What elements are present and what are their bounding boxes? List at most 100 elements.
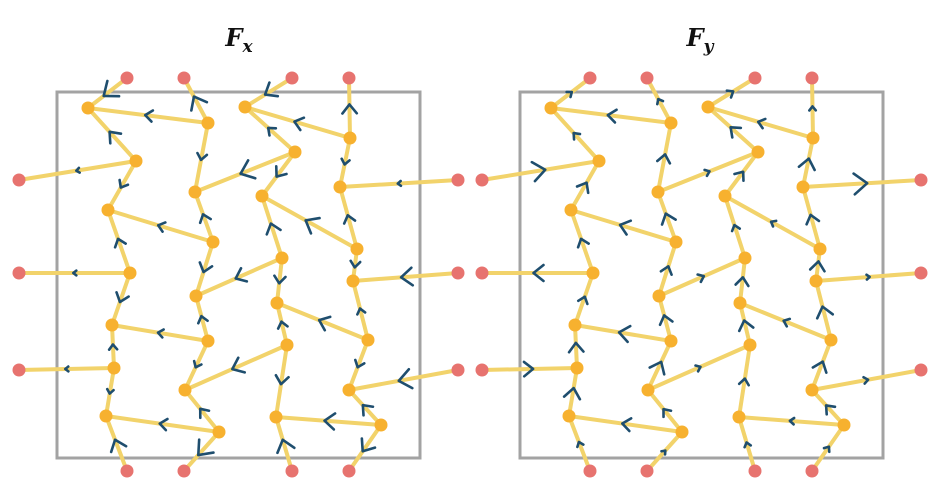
flow-arrow xyxy=(342,214,357,225)
boundary-node xyxy=(583,464,597,478)
interior-node xyxy=(570,361,584,375)
mesh-edge xyxy=(738,256,747,305)
flow-arrow xyxy=(805,213,821,226)
boundary-node xyxy=(451,266,465,280)
interior-node xyxy=(206,235,220,249)
flow-arrow xyxy=(108,130,123,145)
mesh-edge xyxy=(347,388,383,427)
mesh-edge xyxy=(104,414,129,473)
mesh-edge xyxy=(243,105,352,140)
flow-arrow xyxy=(822,445,831,454)
interior-node xyxy=(361,333,375,347)
node-layer xyxy=(475,71,928,478)
flow-arrow xyxy=(118,178,130,189)
flow-arrow xyxy=(341,103,359,115)
interior-node xyxy=(99,409,113,423)
mesh-edge xyxy=(569,159,601,212)
mesh-edge xyxy=(194,256,284,298)
flow-arrow xyxy=(522,360,535,378)
flow-arrow xyxy=(865,273,871,281)
boundary-node xyxy=(475,363,489,377)
interior-node xyxy=(743,338,757,352)
interior-node xyxy=(255,189,269,203)
interior-node xyxy=(652,289,666,303)
interior-node xyxy=(796,180,810,194)
boundary-node xyxy=(342,464,356,478)
flow-arrow xyxy=(192,359,203,369)
mesh-edge xyxy=(193,121,210,194)
interior-node xyxy=(544,101,558,115)
boundary-node xyxy=(342,71,356,85)
mesh-edge xyxy=(274,415,294,473)
interior-node xyxy=(651,185,665,199)
interior-node xyxy=(201,116,215,130)
mesh-edge xyxy=(567,366,579,418)
flow-arrow xyxy=(617,324,632,344)
flow-arrow xyxy=(862,375,870,385)
flow-arrow xyxy=(304,216,321,235)
boundary-node xyxy=(12,363,26,377)
mesh-edge xyxy=(86,76,129,110)
interior-node xyxy=(343,131,357,145)
interior-node xyxy=(238,100,252,114)
mesh-edge xyxy=(347,338,370,392)
boundary-node xyxy=(285,71,299,85)
interior-node xyxy=(675,425,689,439)
flow-arrow xyxy=(618,219,633,236)
mesh-edge xyxy=(183,388,221,434)
flow-arrow xyxy=(265,222,282,236)
flow-arrow xyxy=(234,266,249,283)
boundary-node xyxy=(451,173,465,187)
flow-arrow xyxy=(656,97,665,106)
boundary-node xyxy=(748,464,762,478)
interior-node xyxy=(751,145,765,159)
flow-arrow xyxy=(660,212,677,226)
interior-node xyxy=(837,418,851,432)
node-layer xyxy=(12,71,465,478)
interior-node xyxy=(664,334,678,348)
flow-arrow xyxy=(694,364,702,373)
mesh-edge xyxy=(86,106,138,163)
flow-arrow xyxy=(658,314,674,327)
mesh-edge xyxy=(646,339,673,392)
flow-arrow xyxy=(143,109,155,123)
boundary-node xyxy=(914,173,928,187)
flow-arrow xyxy=(729,126,743,139)
boundary-node xyxy=(120,71,134,85)
flow-arrow xyxy=(276,438,296,455)
interior-node xyxy=(188,185,202,199)
mesh-edge xyxy=(351,271,460,283)
interior-node xyxy=(669,235,683,249)
interior-node xyxy=(718,189,732,203)
flow-arrow xyxy=(115,291,130,304)
mesh-edge xyxy=(810,338,833,392)
mesh-edge xyxy=(480,366,579,372)
interior-node xyxy=(123,266,137,280)
flow-arrow xyxy=(323,412,337,431)
mesh-edge xyxy=(723,150,760,198)
boundary-node xyxy=(475,173,489,187)
flow-arrow xyxy=(396,179,403,188)
flow-arrow xyxy=(565,90,574,99)
mesh-edge xyxy=(656,190,678,244)
flow-arrow xyxy=(239,159,257,180)
boundary-node xyxy=(640,464,654,478)
boundary-node xyxy=(914,266,928,280)
mesh-edge xyxy=(347,76,352,140)
flow-arrow xyxy=(190,95,209,112)
panel-title-fx: Fx xyxy=(224,23,253,57)
interior-node xyxy=(824,333,838,347)
mesh-edge xyxy=(260,194,284,260)
boundary-node xyxy=(12,266,26,280)
flow-arrow xyxy=(158,417,169,432)
flow-arrow xyxy=(356,307,367,316)
interior-node xyxy=(81,101,95,115)
flow-arrow xyxy=(349,259,362,269)
flow-arrow xyxy=(107,343,119,351)
flow-arrow xyxy=(808,105,818,112)
mesh-edge xyxy=(801,178,923,189)
interior-node xyxy=(275,251,289,265)
mesh-edge xyxy=(260,150,297,198)
interior-node xyxy=(105,318,119,332)
flow-arrow xyxy=(648,360,666,376)
